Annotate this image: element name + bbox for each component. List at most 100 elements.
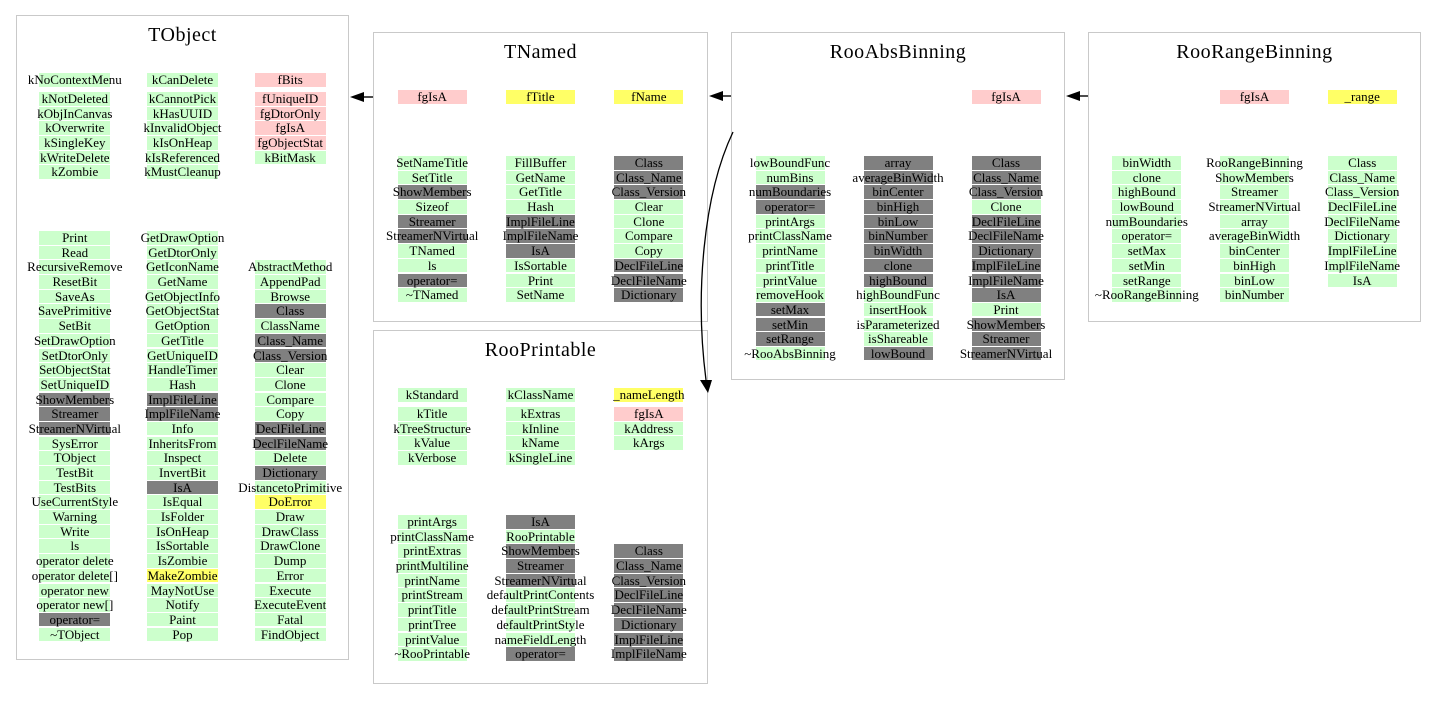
member-label: setRange	[766, 331, 814, 347]
member-cell: printTitle	[755, 259, 825, 273]
member-label: lowBound	[870, 345, 926, 361]
member-label: kInvalidObject	[143, 120, 222, 136]
member-label: ~TNamed	[405, 287, 459, 303]
member-cell: ImplFileLine	[1327, 244, 1397, 258]
member-cell: TNamed	[397, 244, 467, 258]
member-cell: clone	[863, 259, 933, 273]
member-cell: kOverwrite	[39, 121, 111, 135]
member-label: highBound	[1117, 184, 1176, 200]
member-cell: StreamerNVirtual	[960, 347, 1052, 361]
member-cell: printExtras	[397, 544, 467, 558]
member-cell: printTree	[397, 618, 467, 632]
member-cell: ImplFileName	[968, 273, 1044, 287]
member-cell: SetName	[505, 288, 575, 302]
member-cell: operator=	[505, 647, 575, 661]
member-label: ImplFileLine	[971, 257, 1041, 273]
member-label: operator new	[40, 582, 109, 598]
member-cell: kIsReferenced	[145, 151, 220, 165]
arrow-rooabsbinning-to-tnamed	[709, 91, 731, 101]
member-label: printStream	[401, 587, 463, 603]
member-label: SetDrawOption	[34, 332, 116, 348]
member-cell: IsA	[147, 481, 218, 495]
member-label: kNoContextMenu	[27, 72, 122, 87]
member-cell: Class_Name	[614, 171, 684, 185]
member-cell: SetUniqueID	[39, 378, 111, 392]
member-cell: kBitMask	[254, 151, 326, 165]
member-cell: printArgs	[397, 514, 467, 529]
member-cell: fTitle	[505, 90, 575, 104]
member-label: ImplFileName	[1324, 257, 1401, 273]
member-label: printArgs	[407, 514, 457, 529]
member-label: Pop	[172, 626, 193, 642]
member-cell: numBins	[755, 171, 825, 185]
member-label: fName	[631, 89, 667, 104]
member-label: DeclFileName	[610, 272, 687, 288]
member-label: lowBound	[1119, 199, 1174, 215]
member-label: ~TObject	[50, 626, 100, 642]
member-cell: averageBinWidth	[1209, 229, 1300, 243]
member-cell: binCenter	[863, 185, 933, 199]
member-label: IsSortable	[514, 257, 567, 273]
member-label: DistancetoPrimitive	[238, 479, 343, 495]
member-label: Inspect	[163, 450, 202, 466]
member-label: array	[884, 155, 912, 170]
member-cell: IsSortable	[147, 539, 218, 553]
member-cell: binLow	[1220, 273, 1289, 287]
member-cell: ~TObject	[39, 626, 111, 642]
member-label: printArgs	[765, 213, 815, 229]
member-label: ClassName	[260, 318, 320, 334]
member-cell: AppendPad	[254, 275, 326, 289]
member-label: FillBuffer	[514, 155, 567, 170]
member-label: defaultPrintContents	[486, 587, 595, 603]
member-label: operator=	[49, 611, 101, 627]
member-label: GetObjectStat	[145, 303, 220, 319]
member-cell: numBoundaries	[749, 185, 831, 199]
member-label: Streamer	[517, 558, 564, 574]
member-label: RooRangeBinning	[1206, 155, 1303, 170]
member-label: Class_Version	[611, 184, 687, 200]
member-label: isShareable	[868, 331, 928, 347]
member-cell: clone	[1112, 171, 1182, 185]
member-label: binCenter	[1228, 243, 1281, 259]
member-label: Sizeof	[415, 199, 449, 215]
member-cell: DeclFileLine	[614, 588, 684, 602]
member-cell: kValue	[397, 436, 467, 450]
member-label: GetOption	[155, 318, 210, 334]
member-cell: SetDrawOption	[34, 334, 116, 348]
member-label: StreamerNVirtual	[385, 228, 479, 244]
member-label: operator=	[764, 199, 816, 215]
member-cell: numBoundaries	[1106, 215, 1188, 229]
member-label: fgDtorOnly	[259, 105, 321, 121]
member-label: Class	[634, 543, 663, 559]
member-label: fgIsA	[634, 406, 664, 421]
member-cell: Class_Version	[611, 184, 687, 200]
member-cell: ExecuteEvent	[254, 598, 326, 612]
member-label: TestBits	[53, 479, 97, 495]
member-label: fgIsA	[275, 120, 305, 136]
member-cell: kSingleLine	[505, 450, 575, 466]
member-cell: FillBuffer	[505, 155, 575, 170]
member-cell: InvertBit	[147, 466, 218, 480]
member-cell: _range	[1327, 90, 1397, 104]
member-cell: printClassName	[748, 229, 832, 243]
member-label: DeclFileName	[1324, 213, 1401, 229]
member-label: Class	[276, 303, 305, 319]
member-cell: binLow	[863, 215, 933, 229]
member-column: fName	[595, 90, 703, 109]
member-label: AbstractMethod	[247, 259, 333, 275]
member-label: Class_Name	[1329, 169, 1396, 185]
member-cell: Hash	[505, 200, 575, 214]
member-label: Fatal	[277, 611, 304, 627]
member-label: kSingleLine	[508, 450, 573, 466]
member-cell: setRange	[1112, 273, 1182, 287]
